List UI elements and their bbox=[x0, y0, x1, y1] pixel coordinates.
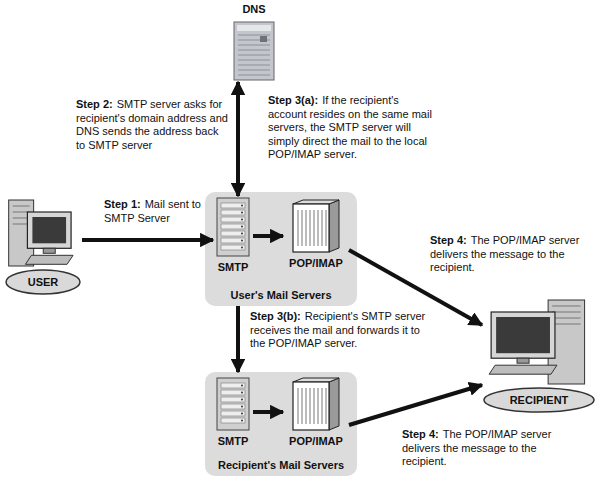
step-number: Step 3(b): bbox=[250, 310, 301, 322]
pop-imap-server: POP/IMAP bbox=[283, 198, 349, 270]
step-number: Step 4: bbox=[430, 234, 467, 246]
node-label: POP/IMAP bbox=[289, 256, 343, 270]
node-label: RECIPIENT bbox=[510, 393, 569, 407]
label-ellipse bbox=[484, 388, 594, 412]
step-note: Step 4:The POP/IMAP server delivers the … bbox=[430, 234, 592, 275]
step-note: Step 2:SMTP server asks for recipient's … bbox=[76, 98, 228, 152]
flow-arrow bbox=[82, 238, 213, 242]
user-computer: USER bbox=[4, 196, 82, 294]
step-number: Step 4: bbox=[402, 428, 439, 440]
step-note: Step 1:Mail sent to SMTP Server bbox=[104, 198, 204, 225]
node-label: SMTP bbox=[218, 434, 249, 448]
step-number: Step 2: bbox=[76, 98, 113, 110]
node-label: Recipient's Mail Servers bbox=[218, 458, 344, 472]
flow-arrow bbox=[349, 385, 482, 425]
flow-arrow bbox=[253, 234, 283, 238]
smtp-server: SMTP bbox=[213, 376, 253, 448]
pop-imap-server: POP/IMAP bbox=[283, 376, 349, 448]
recipient-computer: RECIPIENT bbox=[482, 296, 596, 412]
node-label: User's Mail Servers bbox=[230, 288, 331, 302]
label-ellipse bbox=[6, 270, 80, 294]
step-note: Step 4:The POP/IMAP server delivers the … bbox=[402, 428, 552, 469]
node-label: POP/IMAP bbox=[289, 434, 343, 448]
node-label: SMTP bbox=[218, 260, 249, 274]
mail-server-group: Recipient's Mail Servers SMTP POP/IMAP bbox=[205, 372, 357, 476]
step-number: Step 3(a): bbox=[268, 94, 318, 106]
step-number: Step 1: bbox=[104, 198, 141, 210]
step-note: Step 3(a):If the recipient's account res… bbox=[268, 94, 436, 162]
flow-arrow bbox=[253, 410, 283, 414]
mail-server-group: User's Mail Servers SMTP POP/IMAP bbox=[205, 192, 357, 306]
dns-server: DNS bbox=[226, 2, 282, 82]
step-note: Step 3(b):Recipient's SMTP server receiv… bbox=[250, 310, 426, 351]
flow-arrow bbox=[236, 306, 240, 372]
smtp-server: SMTP bbox=[213, 196, 253, 274]
node-label: DNS bbox=[242, 2, 265, 16]
node-label: USER bbox=[28, 275, 59, 289]
flow-arrow bbox=[236, 82, 240, 196]
